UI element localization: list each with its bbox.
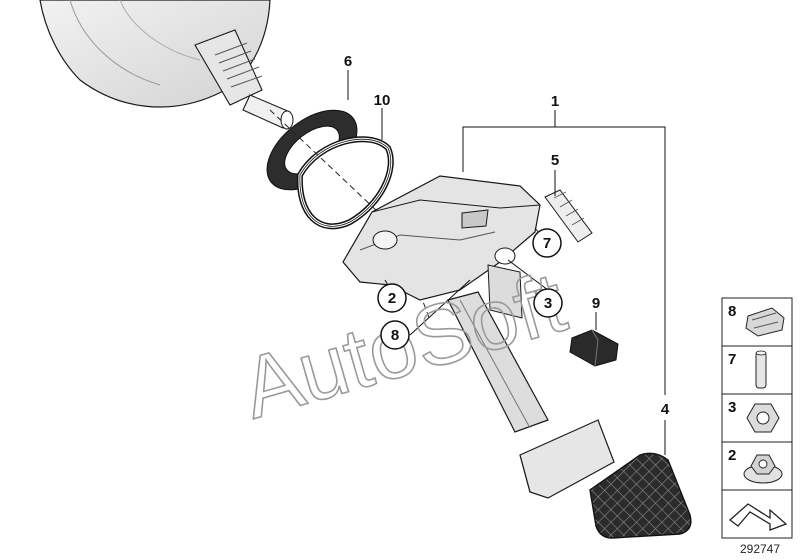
svg-text:8: 8 <box>728 303 736 320</box>
parts-legend-panel: 8 7 3 2 <box>721 297 793 539</box>
callout-6: 6 <box>344 53 352 70</box>
pedal-bracket-assembly <box>342 175 541 319</box>
document-number: 292747 <box>740 542 780 556</box>
legend-item-3: 3 <box>728 399 780 433</box>
direction-arrow-icon <box>728 503 788 531</box>
svg-text:2: 2 <box>388 290 396 307</box>
svg-text:3: 3 <box>544 295 552 312</box>
hex-nut-icon <box>746 403 780 433</box>
legend-item-2: 2 <box>728 447 783 484</box>
seal-ring-part-10 <box>296 136 394 230</box>
svg-text:3: 3 <box>728 399 736 416</box>
svg-text:8: 8 <box>391 327 399 344</box>
callout-4: 4 <box>661 401 670 418</box>
pedal-pad-part-4 <box>589 452 692 539</box>
legend-item-7: 7 <box>728 350 767 389</box>
clip-icon <box>745 307 785 337</box>
legend-item-8: 8 <box>728 303 785 337</box>
svg-text:7: 7 <box>543 235 551 252</box>
callout-1: 1 <box>551 93 559 110</box>
brake-light-switch-part-9 <box>569 329 619 367</box>
callout-8-circled: 8 <box>380 320 410 350</box>
callout-3-circled: 3 <box>533 288 563 318</box>
pin-icon <box>755 350 767 389</box>
svg-text:7: 7 <box>728 351 736 368</box>
callout-9: 9 <box>592 295 600 312</box>
callout-7-circled: 7 <box>532 228 562 258</box>
flange-nut-icon <box>743 454 783 484</box>
callout-2-circled: 2 <box>377 283 407 313</box>
brake-pedal-arm <box>447 291 615 499</box>
brake-booster <box>39 0 294 130</box>
callout-5: 5 <box>551 152 559 169</box>
svg-text:2: 2 <box>728 447 736 464</box>
callout-10: 10 <box>374 92 391 109</box>
